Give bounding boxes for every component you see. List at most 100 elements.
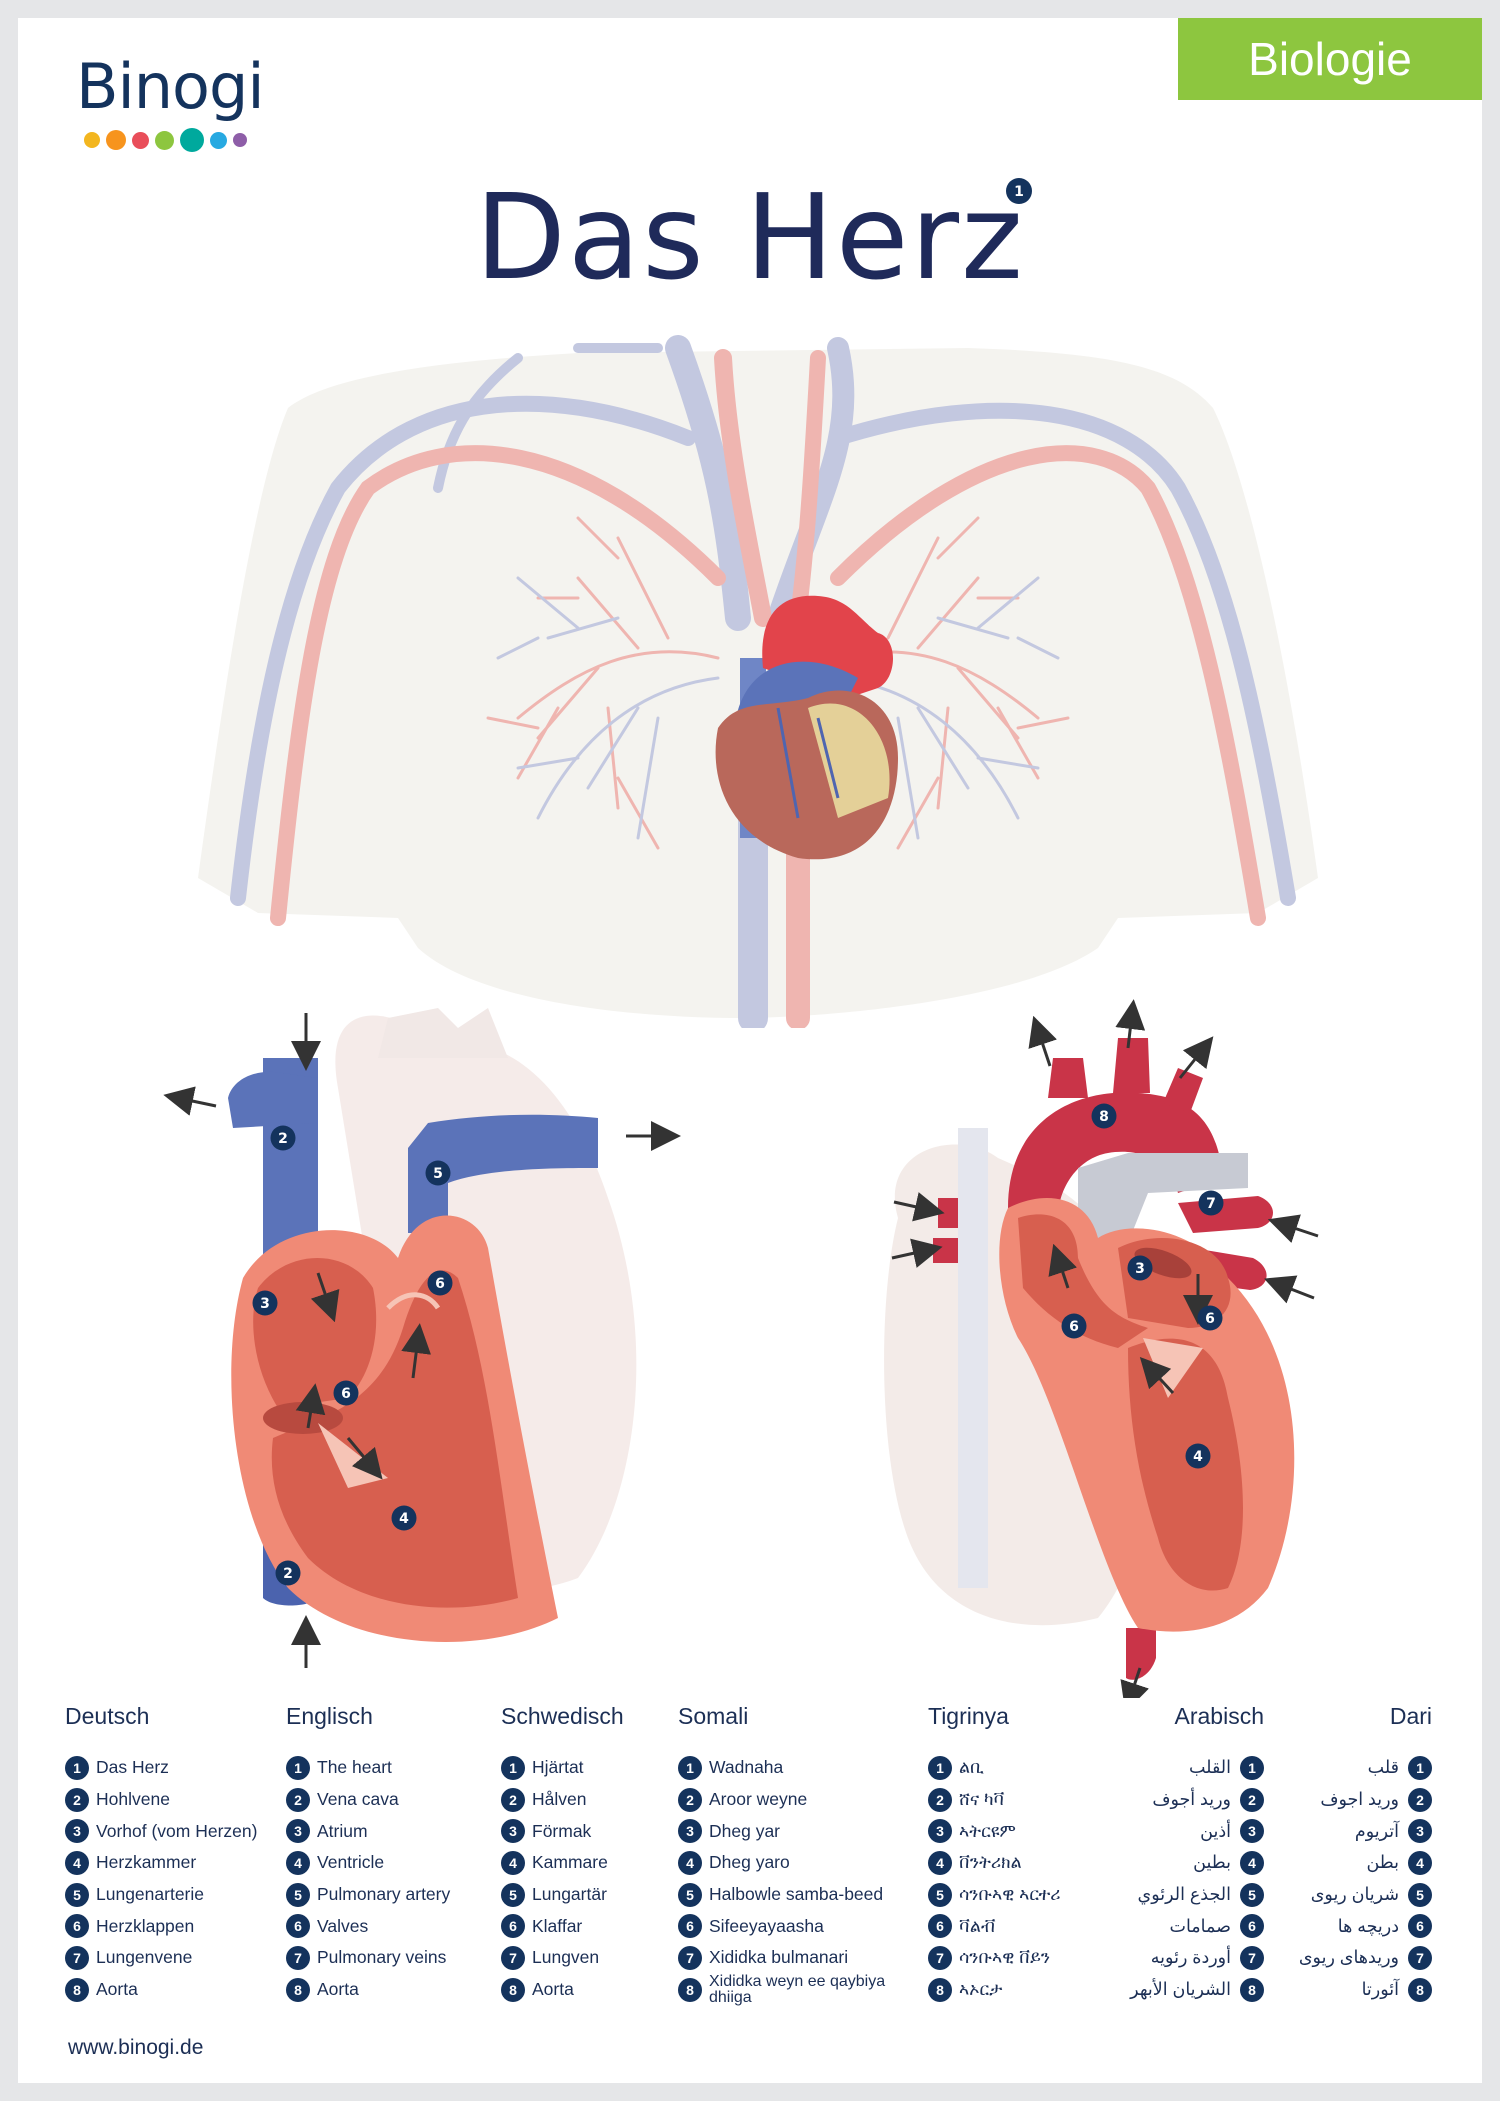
right-flow-arrows	[891, 999, 1319, 1698]
legend-number-badge: 5	[286, 1882, 310, 1907]
legend-item-label: The heart	[317, 1757, 392, 1778]
legend-column-heading: Somali	[678, 1703, 749, 1729]
legend-number-badge: 8	[501, 1977, 525, 2002]
binogi-logo[interactable]: Binogi	[76, 56, 265, 152]
legend-item-label: Sifeeyayaasha	[709, 1915, 824, 1936]
legend-number-badge: 3	[678, 1819, 702, 1844]
legend-item-label: Aroor weyne	[709, 1789, 808, 1810]
legend-item-label: Valves	[317, 1915, 369, 1936]
legend-number-badge: 4	[1240, 1850, 1264, 1875]
legend-number-badge: 7	[65, 1945, 89, 1970]
legend-number-badge: 6	[1408, 1914, 1432, 1939]
legend-item-label: ሳንቡኣዊ ቨይን	[959, 1947, 1050, 1968]
legend-number-badge: 8	[678, 1977, 702, 2002]
logo-dot	[106, 130, 126, 150]
artery-carotid-right	[790, 350, 826, 626]
legend-column-heading: Deutsch	[65, 1703, 150, 1729]
legend-item-label: Lungven	[532, 1947, 600, 1968]
logo-dot	[233, 133, 247, 147]
left-ventricle-chamber	[271, 1270, 518, 1608]
legend-number-badge: 6	[65, 1914, 89, 1939]
diagram-label-2: 2	[275, 1560, 301, 1586]
legend-number-badge: 6	[678, 1914, 702, 1939]
legend-item-label: Das Herz	[96, 1757, 169, 1778]
svg-text:6: 6	[1205, 1311, 1215, 1327]
legend-number-badge: 1	[928, 1755, 952, 1780]
legend-item-label: ልቢ	[959, 1757, 984, 1778]
legend-item-label: ቨንትሪክል	[959, 1852, 1022, 1873]
svg-text:7: 7	[1206, 1196, 1216, 1212]
footer-url[interactable]: www.binogi.de	[68, 2036, 204, 2059]
left-flow-arrows	[163, 1013, 681, 1668]
legend-item-label: Vena cava	[317, 1789, 399, 1810]
legend-number-badge: 4	[1408, 1850, 1432, 1875]
chest-heart	[715, 595, 898, 860]
legend-item-label: قلب	[1367, 1757, 1399, 1778]
arrow-upper-chamber	[1048, 1243, 1077, 1289]
title-badge: 1	[1006, 178, 1032, 204]
logo-dot	[155, 130, 174, 150]
diagram-label-2: 2	[270, 1125, 296, 1151]
legend-number-badge: 7	[286, 1945, 310, 1970]
legend-number-badge: 5	[1408, 1882, 1432, 1907]
legend-column-heading: Tigrinya	[928, 1703, 1009, 1729]
legend-item: 1 ልቢ	[928, 1752, 1098, 1784]
legend-number-badge: 2	[501, 1787, 525, 1812]
legend-number-badge: 3	[1408, 1819, 1432, 1844]
artery-arm-left	[270, 445, 726, 926]
left-pulmonary-artery	[408, 1114, 598, 1233]
title-badge-number: 1	[1014, 184, 1024, 200]
poster: Biologie Binogi Das Herz 1	[18, 18, 1482, 2083]
legend-item-label: Herzkammer	[96, 1852, 197, 1873]
svg-text:3: 3	[260, 1296, 270, 1312]
svg-text:6: 6	[1069, 1319, 1079, 1335]
diagram-label-8: 8	[1091, 1103, 1117, 1129]
subject-label: Biologie	[1248, 33, 1412, 85]
legend-item: 6 Valves	[286, 1910, 486, 1942]
legend-item-label: آتریوم	[1354, 1820, 1399, 1841]
legend-number-badge: 3	[501, 1819, 525, 1844]
legend-number-badge: 6	[286, 1914, 310, 1939]
legend-item-label: Hjärtat	[532, 1757, 584, 1778]
legend-item-label: Halbowle samba-beed	[709, 1884, 884, 1905]
legend-number-badge: 7	[1240, 1945, 1264, 1970]
legend-number-badge: 4	[501, 1850, 525, 1875]
arrow-valve-up	[295, 1383, 326, 1429]
arrow-in-upper-right	[1267, 1214, 1319, 1243]
legend-item: آتریوم 3	[1268, 1815, 1432, 1847]
legend-column-heading: Dari	[1389, 1703, 1432, 1729]
legend-item-label: القلب	[1188, 1757, 1231, 1778]
right-aorta-arch	[1008, 1092, 1223, 1218]
arrow-in-lower-right	[1264, 1275, 1315, 1304]
diagram-label-6: 6	[1197, 1305, 1223, 1331]
legend-number-badge: 8	[65, 1977, 89, 2002]
legend-number-badge: 8	[1408, 1977, 1432, 2002]
legend-number-badge: 5	[678, 1882, 702, 1907]
svg-text:2: 2	[278, 1131, 288, 1147]
svg-text:8: 8	[1099, 1109, 1109, 1125]
svg-text:4: 4	[399, 1511, 409, 1527]
legend-item-label: Hålven	[532, 1789, 587, 1810]
arrow-atrium-down	[310, 1272, 340, 1323]
arrow-in-lower-left	[891, 1238, 943, 1268]
